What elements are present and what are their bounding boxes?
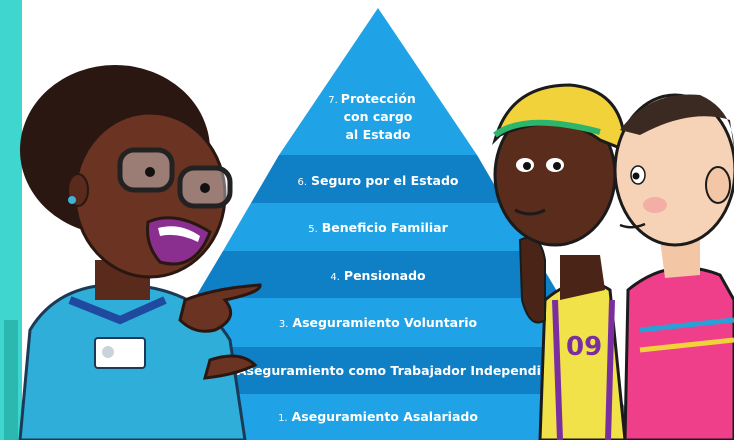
tier-4-label: 4.Pensionado <box>330 268 426 283</box>
tier-7-line-1: 7.Protección <box>328 91 416 106</box>
pyramid-tier-6 <box>251 155 505 203</box>
tier-7-line-3: al Estado <box>346 127 411 142</box>
pyramid: 7.Protección con cargo al Estado 6.Segur… <box>111 8 645 440</box>
boy-with-cap-illustration: 09 <box>492 83 627 440</box>
tier-5-label: 5.Beneficio Familiar <box>308 220 448 235</box>
pyramid-tier-4 <box>195 251 561 298</box>
woman-illustration <box>18 65 262 440</box>
svg-text:09: 09 <box>566 332 602 362</box>
pyramid-tier-3 <box>167 298 589 347</box>
tier-1-label: 1.Aseguramiento Asalariado <box>278 409 478 424</box>
tier-3-label: 3.Aseguramiento Voluntario <box>279 315 478 330</box>
tier-7-line-2: con cargo <box>344 109 413 124</box>
accent-bar-inner <box>4 320 18 440</box>
pyramid-tier-5 <box>223 203 533 251</box>
tier-2-label: 2.Aseguramiento como Trabajador Independ… <box>223 363 572 378</box>
pyramid-tier-2 <box>139 347 617 394</box>
pyramid-tier-7 <box>279 8 477 155</box>
boy-pink-shirt-illustration <box>613 93 734 440</box>
tier-6-label: 6.Seguro por el Estado <box>297 173 458 188</box>
